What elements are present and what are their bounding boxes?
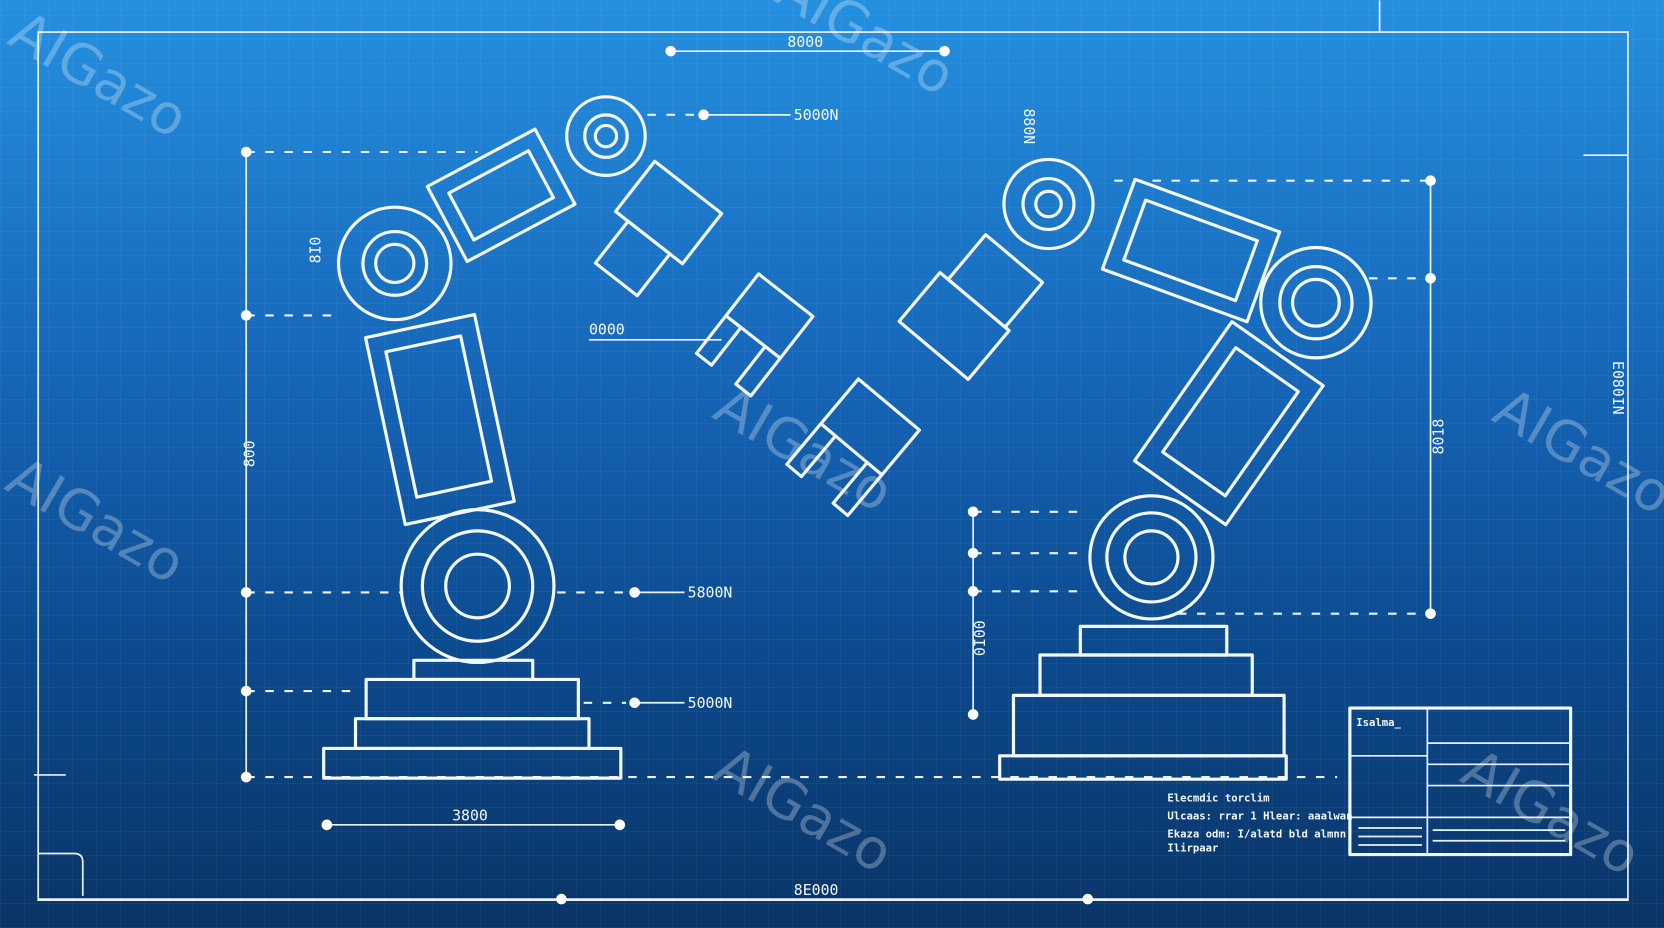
label-right-base: 0I00 bbox=[971, 620, 989, 656]
left-robot-arm bbox=[322, 95, 815, 780]
drawing-frame bbox=[33, 0, 1629, 902]
label-top-width: 8000 bbox=[787, 33, 823, 51]
note-line: Ilirpaar bbox=[1167, 841, 1218, 854]
svg-text:AIGazo: AIGazo bbox=[704, 734, 903, 886]
svg-text:AIGazo: AIGazo bbox=[766, 0, 965, 109]
svg-text:AIGazo: AIGazo bbox=[1483, 376, 1664, 528]
note-line: Elecmdic torclim bbox=[1167, 791, 1269, 804]
svg-text:AIGazo: AIGazo bbox=[1451, 737, 1650, 889]
title-block: Isalma_ bbox=[1348, 706, 1573, 857]
right-robot-arm bbox=[785, 157, 1373, 781]
svg-text:AIGazo: AIGazo bbox=[704, 373, 903, 525]
note-line: Ekaza odm: I/alatd bld almnn bbox=[1167, 828, 1346, 841]
label-wrist-force: 5000N bbox=[794, 106, 839, 124]
dimension-labels: 8000 5000N 8I0 0000 800 5800N 5000N 3800… bbox=[241, 33, 1627, 899]
label-base-force-lower: 5000N bbox=[688, 694, 733, 712]
label-right-top: 880N bbox=[1020, 108, 1038, 144]
label-right-height: 8018 bbox=[1429, 419, 1447, 455]
label-overall-width: 8E000 bbox=[794, 881, 839, 899]
label-base-force-upper: 5800N bbox=[688, 584, 733, 602]
label-elbow: 8I0 bbox=[306, 237, 324, 264]
label-right-edge: E080IN bbox=[1609, 361, 1627, 415]
label-base-width: 3800 bbox=[452, 807, 488, 825]
notes-block: Elecmdic torclim Ulcaas: rrar 1 Hlear: a… bbox=[1167, 791, 1352, 854]
svg-text:AIGazo: AIGazo bbox=[0, 0, 198, 151]
note-line: Ulcaas: rrar 1 Hlear: aaalwan bbox=[1167, 810, 1352, 823]
svg-text:AIGazo: AIGazo bbox=[0, 445, 195, 597]
label-gripper: 0000 bbox=[589, 321, 625, 339]
title-block-header: Isalma_ bbox=[1356, 716, 1401, 729]
dimension-lines bbox=[38, 45, 1628, 905]
label-left-height: 800 bbox=[241, 440, 259, 467]
